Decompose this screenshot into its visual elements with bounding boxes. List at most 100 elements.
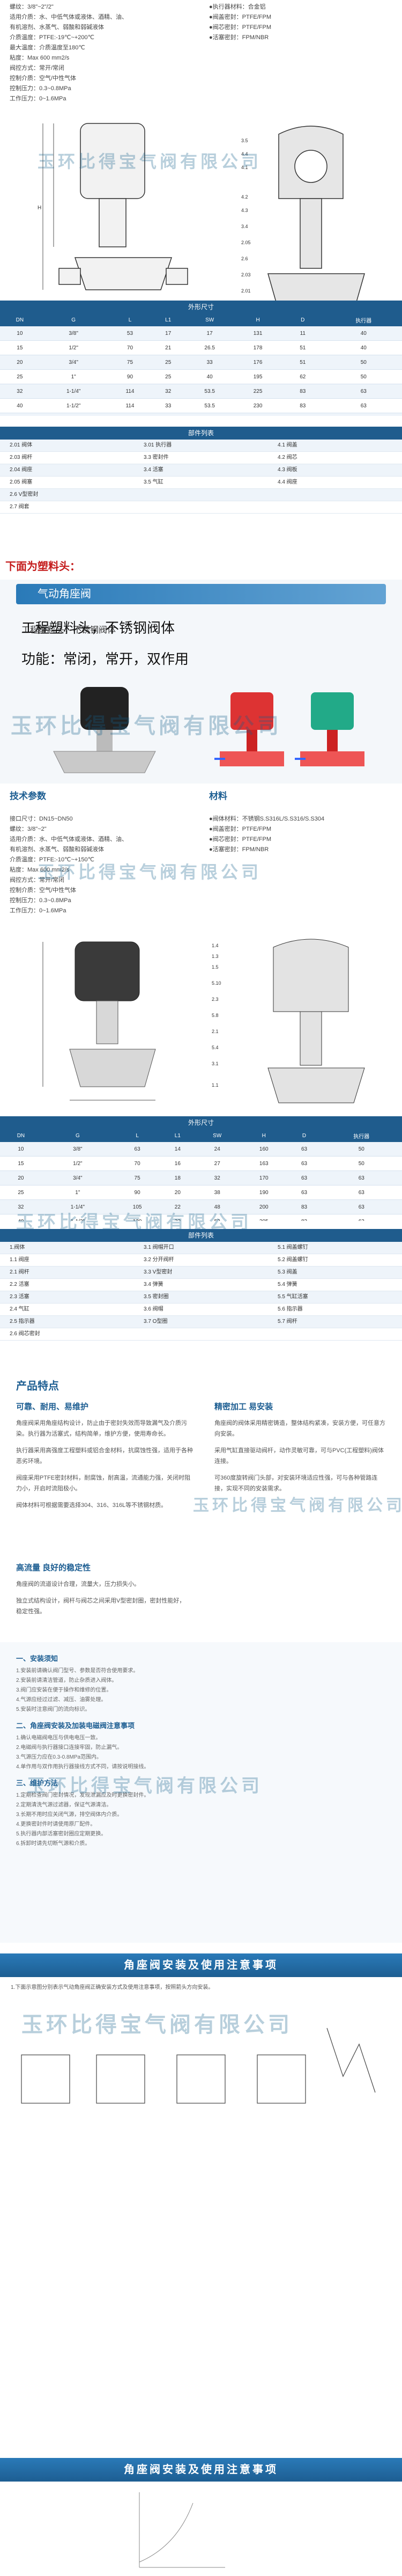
table-cell: 20 xyxy=(161,1185,195,1200)
table-cell: 18 xyxy=(161,1170,195,1185)
svg-text:1.5: 1.5 xyxy=(212,964,219,970)
note-line: 1.定期检查阀门密封情况，发现泄漏应及时更换密封件。 xyxy=(16,1792,150,1798)
spec-line: 有机溶剂、水蒸气、弱酸和弱碱液体 xyxy=(10,24,104,31)
table-header: D xyxy=(280,313,325,326)
banner-text: 下面为塑料头： xyxy=(5,561,80,573)
note-line: 4.单作用与双作用执行器接线方式不同，请按说明接线。 xyxy=(16,1764,150,1770)
spec-line: 介质温度：PTFE:-19℃~+200℃ xyxy=(10,34,94,41)
table-header: G xyxy=(41,1129,114,1142)
table-cell: 63 xyxy=(325,384,402,399)
feature-text: 独立式结构设计，阀杆与阀芯之间采用V型密封圈，密封性能好，稳定性强。 xyxy=(16,1598,185,1615)
svg-text:3.1: 3.1 xyxy=(212,1061,219,1066)
table-cell: 83 xyxy=(287,1199,321,1214)
table-cell: 64 xyxy=(184,413,236,416)
part-item: 2.3 活塞 xyxy=(0,1291,134,1304)
table-cell: 40 xyxy=(0,1214,42,1221)
hero-band: 气动角座阀 xyxy=(16,584,386,604)
table-cell: 50 xyxy=(325,369,402,384)
table-cell: 10 xyxy=(0,326,40,341)
table-header: L1 xyxy=(152,313,184,326)
svg-text:3.5: 3.5 xyxy=(241,138,248,143)
table-cell: 63 xyxy=(113,1142,161,1157)
spec-line: 适用介质：水、中低气体或液体、酒精、油、 xyxy=(10,836,128,843)
part-item xyxy=(268,501,402,514)
table-cell: 25 xyxy=(0,1185,42,1200)
note-line: 2.安装前请清洁管道，防止杂质进入阀体。 xyxy=(16,1678,117,1684)
table-cell: 130 xyxy=(107,413,153,416)
table-cell: 83 xyxy=(280,384,325,399)
feature-text: 可360度旋转阀门头部，对安装环境适应性强，可与各种管路连接，实现不同的安装需求… xyxy=(214,1475,378,1492)
part-item: 2.7 阀套 xyxy=(0,501,134,514)
table-cell: 63 xyxy=(321,1170,402,1185)
spec-line: 接口尺寸：DN15~DN50 xyxy=(10,816,73,822)
table-cell: 63 xyxy=(287,1185,321,1200)
note-line: 3.长期不用时应关闭气源，排空阀体内介质。 xyxy=(16,1812,123,1818)
svg-text:3.4: 3.4 xyxy=(241,224,248,229)
table-cell: 131 xyxy=(235,326,280,341)
table-header: DN xyxy=(0,1129,42,1142)
note-line: 4.气源应经过过滤、减压、油雾处理。 xyxy=(16,1697,107,1703)
watermark: 玉环比得宝气阀有限公司 xyxy=(27,1776,263,1796)
table-cell: 25 xyxy=(0,369,40,384)
watermark: 玉环比得宝气阀有限公司 xyxy=(38,862,262,882)
table-cell: 170 xyxy=(240,1170,288,1185)
feature-heading: 高流量 良好的稳定性 xyxy=(16,1563,91,1572)
part-item: 5.3 阀盖 xyxy=(268,1267,402,1279)
svg-text:4.1: 4.1 xyxy=(241,165,248,170)
table-cell: 3/4" xyxy=(39,355,108,370)
material-line: ●阀盖密封：PTFE/FPM xyxy=(209,826,272,832)
table-cell: 50 xyxy=(321,1156,402,1171)
part-item: 3.4 弹簧 xyxy=(134,1279,268,1291)
table-cell: 70 xyxy=(107,340,153,355)
table-cell: 32 xyxy=(0,1199,42,1214)
spec-line: 控制压力：0.3~0.8MPa xyxy=(10,85,71,92)
svg-text:2.6: 2.6 xyxy=(241,256,248,261)
table-cell: 100 xyxy=(325,413,402,416)
table-cell: 32 xyxy=(0,384,40,399)
part-item: 3.7 O型圈 xyxy=(134,1316,268,1328)
table-cell: 160 xyxy=(240,1142,288,1157)
material-line: ●执行器材料：合金铝 xyxy=(209,4,266,10)
table-title: 外形尺寸 xyxy=(0,1116,402,1129)
notes-heading: 二、角座阀安装及加装电磁阀注意事项 xyxy=(16,1722,135,1730)
table-cell: 62 xyxy=(280,369,325,384)
table-cell: 63 xyxy=(321,1199,402,1214)
part-item xyxy=(268,1328,402,1341)
note-line: 5.安装时注意阀门的流向标识。 xyxy=(16,1707,91,1713)
table-cell: 32 xyxy=(152,384,184,399)
table-cell: 101 xyxy=(280,413,325,416)
spec-line: 控制介质：空气/中性气体 xyxy=(10,75,77,82)
watermark: 玉环比得宝气阀有限公司 xyxy=(21,2012,293,2037)
table-header: L1 xyxy=(161,1129,195,1142)
table-cell: 40 xyxy=(0,398,40,413)
tech-title: 技术参数 xyxy=(10,791,46,801)
watermark: 玉环比得宝气阀有限公司 xyxy=(11,714,282,738)
part-item: 2.04 阀座 xyxy=(0,464,134,477)
part-item: 2.6 阀芯密封 xyxy=(0,1328,134,1341)
table-cell: 53.5 xyxy=(184,384,236,399)
table-row: 401-1/2"12022532058363 xyxy=(0,1214,402,1221)
note-line: 1.安装前请确认阀门型号、参数是否符合使用要求。 xyxy=(16,1668,139,1674)
table-header: L xyxy=(113,1129,161,1142)
watermark: 玉环比得宝气阀有限公司 xyxy=(193,1497,402,1514)
part-item: 5.2 阀盖螺钉 xyxy=(268,1254,402,1267)
features-title: 产品特点 xyxy=(16,1380,59,1392)
part-item: 4.4 阀座 xyxy=(268,477,402,489)
part-item: 5.6 指示器 xyxy=(268,1304,402,1316)
table-header: D xyxy=(287,1129,321,1142)
flow-diagram xyxy=(214,692,364,766)
table-cell: 1-1/4" xyxy=(39,384,108,399)
svg-text:2.1: 2.1 xyxy=(212,1029,219,1034)
parts-title: 部件列表 xyxy=(0,1229,402,1242)
table-cell: 1/2" xyxy=(39,340,108,355)
part-item: 1.阀体 xyxy=(0,1242,134,1254)
parts-title: 部件列表 xyxy=(0,427,402,440)
table-cell: 38 xyxy=(194,1185,241,1200)
dimension-drawing: 1.41.31.5 5.102.35.8 2.15.43.11.1 xyxy=(42,939,365,1103)
